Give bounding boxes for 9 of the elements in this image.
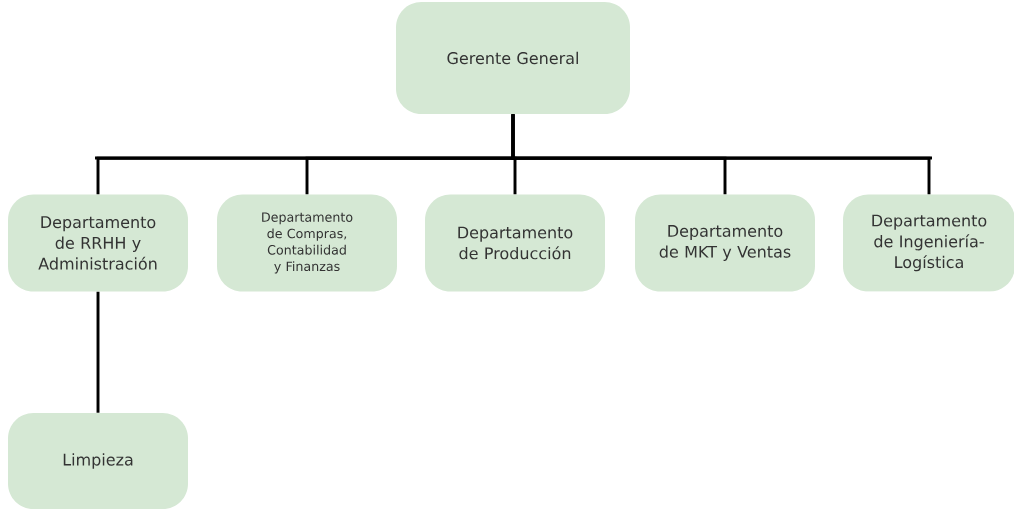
org-box: Departamento de Compras, Contabilidad y Finanzas xyxy=(217,194,397,292)
connector-line xyxy=(511,114,931,195)
org-box: Departamento de RRHH y Administración xyxy=(8,194,188,292)
org-box: Departamento de Producción xyxy=(425,194,605,292)
connector-line xyxy=(96,291,100,413)
org-box: Gerente General xyxy=(396,2,630,114)
org-box: Limpieza xyxy=(8,413,188,509)
org-box: Departamento de Ingeniería-Logística xyxy=(843,194,1014,292)
org-box: Departamento de MKT y Ventas xyxy=(635,194,815,292)
